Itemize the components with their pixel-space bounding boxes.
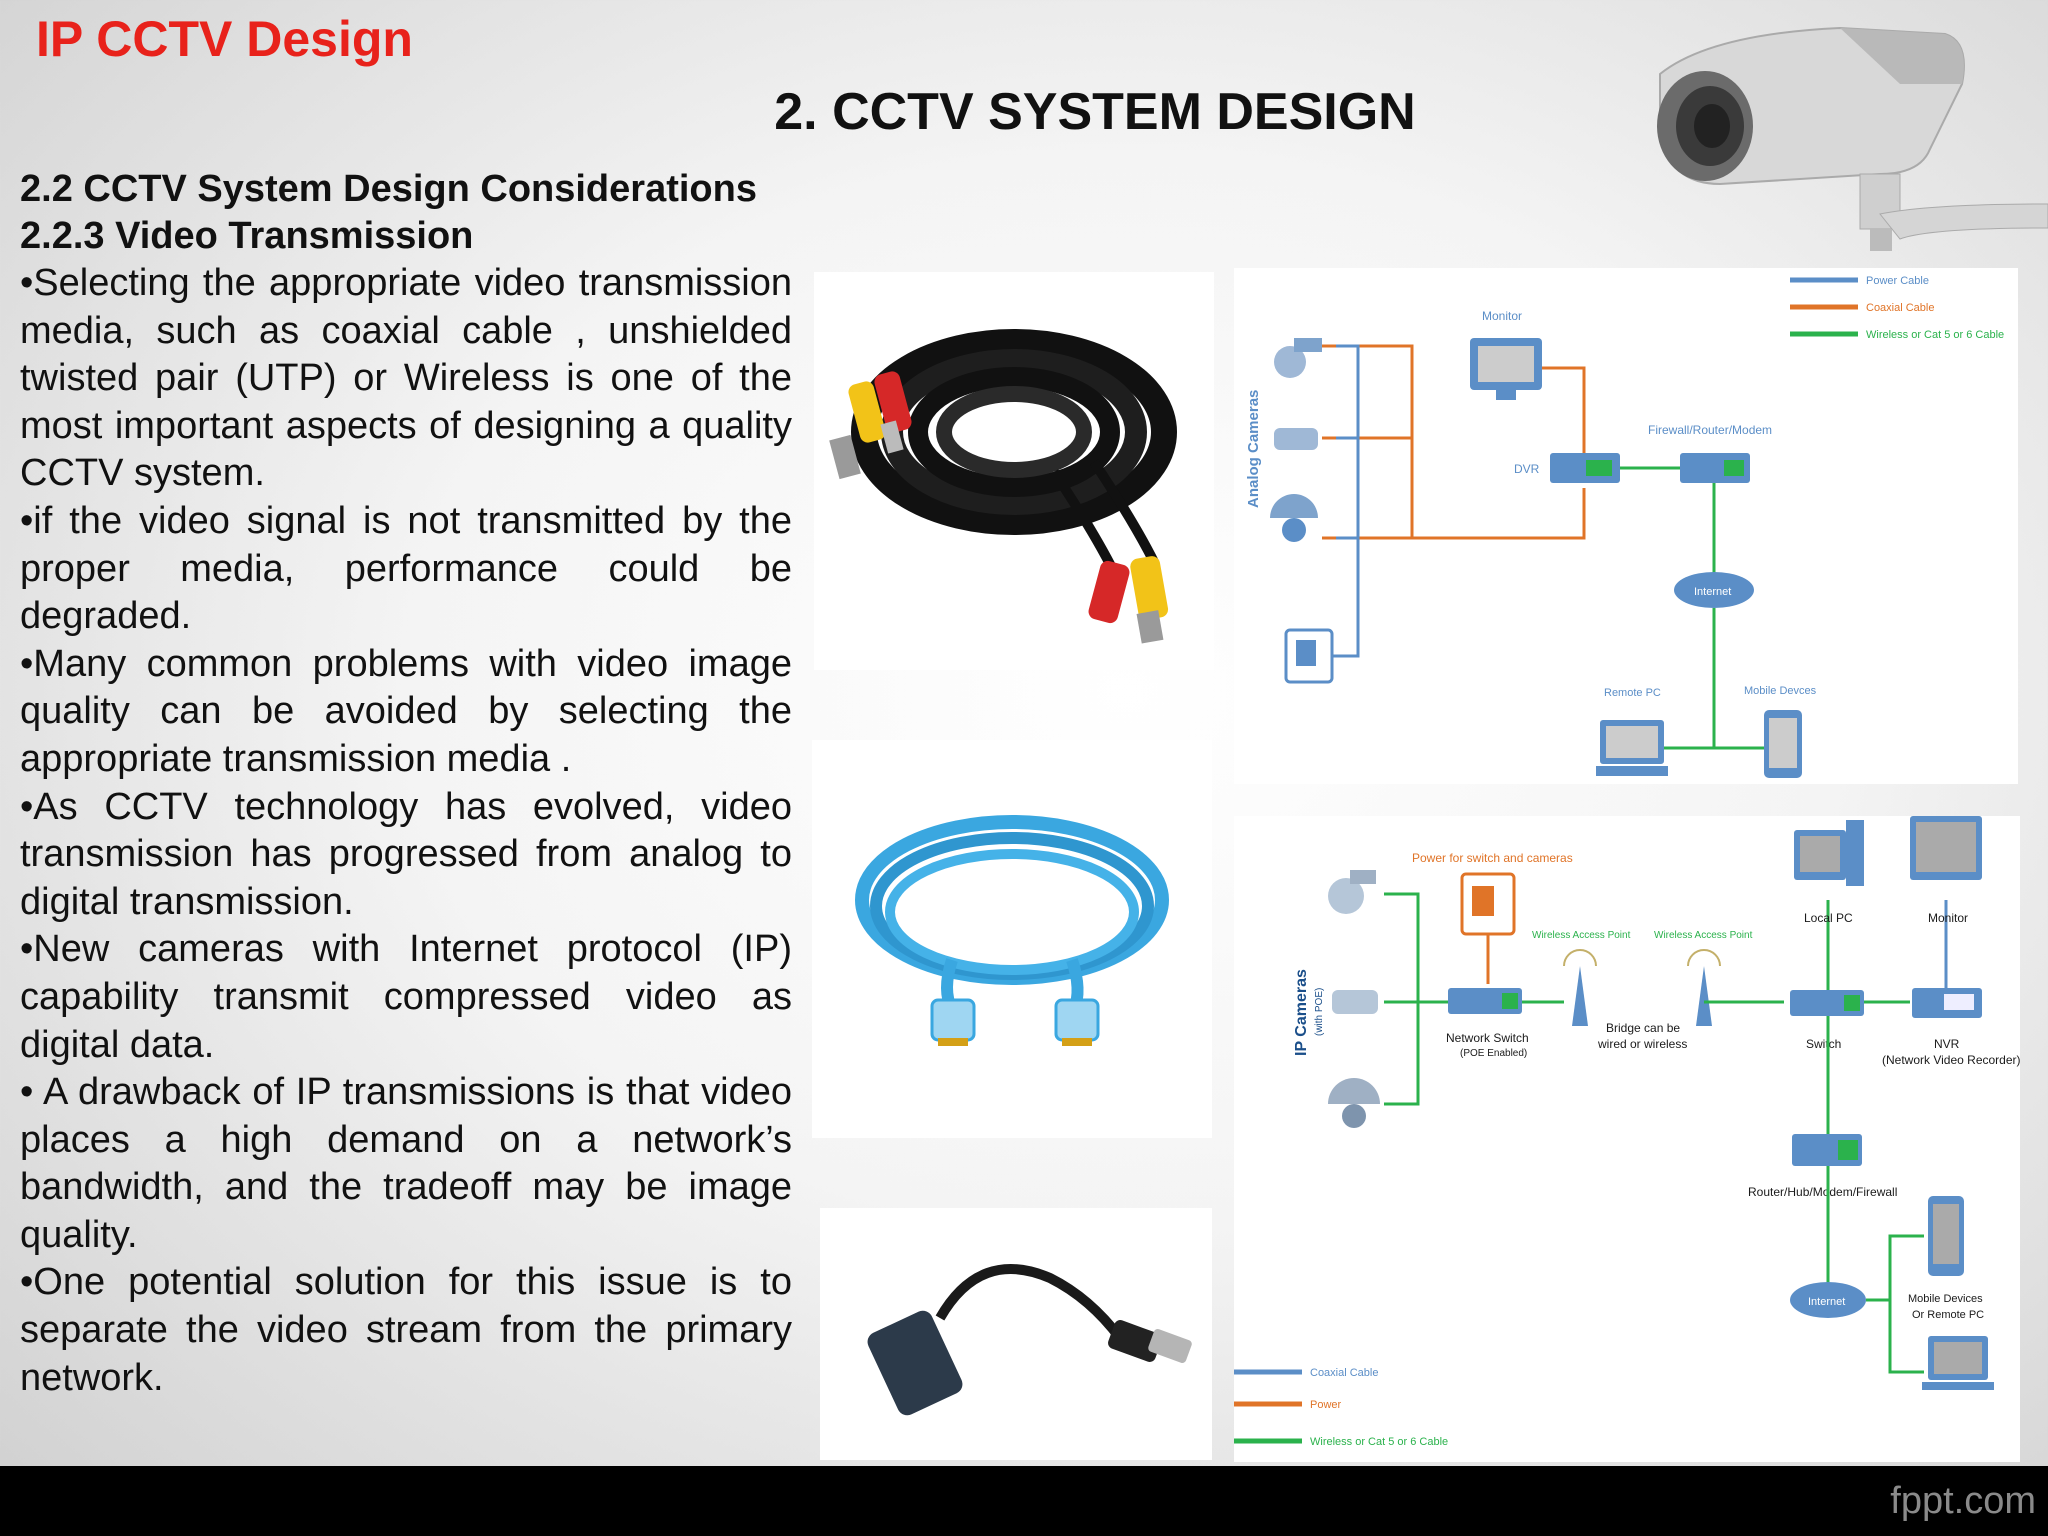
internet-label: Internet [1808,1296,1845,1308]
bullet-camera-icon [1274,428,1318,450]
analog-cctv-diagram: Power Cable Coaxial Cable Wireless or Ca… [1234,268,2018,784]
bullet-paragraph: •Selecting the appropriate video transmi… [20,262,792,495]
utp-cable-photo [812,740,1212,1138]
mobile-device-icon [1764,710,1802,778]
monitor-label: Monitor [1482,309,1522,323]
local-pc-label: Local PC [1804,911,1853,925]
wireless-access-point-icon [1687,949,1721,1026]
subsection-heading: 2.2 CCTV System Design Considerations [20,168,757,210]
nvr-label: NVR [1934,1037,1960,1051]
footer-brand: fppt.com [1890,1480,2036,1522]
mobile-label: Or Remote PC [1912,1309,1984,1321]
nvr-icon [1912,988,1982,1018]
internet-cloud-icon [1790,1282,1866,1318]
bridge-label: wired or wireless [1597,1037,1687,1051]
nvr-full-label: (Network Video Recorder) [1882,1053,2020,1067]
firewall-label: Firewall/Router/Modem [1648,423,1772,437]
power-supply-icon [1284,628,1334,684]
mobile-device-icon [1928,1196,1964,1276]
internet-cloud-icon [1674,572,1754,608]
analog-cameras-label: Analog Cameras [1245,390,1262,508]
remote-pc-icon [1922,1336,1994,1390]
footer-bar [0,1466,2048,1536]
wap-label: Wireless Access Point [1654,930,1753,941]
dvr-label: DVR [1514,462,1540,476]
legend-label: Power Cable [1866,275,1929,287]
ip-cameras-sublabel: (with POE) [1314,988,1325,1036]
poe-label: (POE Enabled) [1460,1048,1527,1059]
legend-label: Coaxial Cable [1310,1367,1378,1379]
network-switch-icon [1448,988,1522,1014]
mobile-label: Mobile Devces [1744,685,1817,697]
remote-pc-label: Remote PC [1604,687,1661,699]
dome-camera-icon [1328,1078,1380,1128]
switch-label: Switch [1806,1037,1841,1051]
bridge-label: Bridge can be [1606,1021,1680,1035]
switch-icon [1790,990,1864,1016]
bullet-paragraph: •Many common problems with video image q… [20,642,792,780]
router-label: Router/Hub/Modem/Firewall [1748,1185,1897,1199]
section-title: 2. CCTV SYSTEM DESIGN [774,83,1416,141]
legend-label: Power [1310,1399,1342,1411]
power-supply-icon [1460,872,1516,936]
remote-pc-icon [1596,720,1668,776]
ptz-camera-icon [1274,338,1322,378]
dvr-icon [1550,453,1620,483]
video-balun-photo [820,1208,1212,1460]
mobile-label: Mobile Devices [1908,1293,1983,1305]
bullet-paragraph: •if the video signal is not transmitted … [20,499,792,638]
text-column: 2.2 CCTV System Design Considerations 2.… [20,166,792,1402]
wap-label: Wireless Access Point [1532,930,1631,941]
monitor-label: Monitor [1928,911,1968,925]
slide-brand-title: IP CCTV Design [36,11,413,67]
monitor-icon [1470,338,1542,400]
dome-camera-icon [1270,494,1318,542]
bullet-paragraph: •As CCTV technology has evolved, video t… [20,785,792,923]
bullet-paragraph: • A drawback of IP transmissions is that… [20,1071,792,1256]
monitor-icon [1910,816,1982,880]
network-switch-label: Network Switch [1446,1031,1529,1045]
local-pc-icon [1794,820,1864,886]
router-icon [1792,1134,1862,1166]
cctv-camera-illustration [1657,26,2048,251]
coaxial-cable-photo [814,272,1214,670]
ip-cameras-label: IP Cameras [1293,969,1310,1056]
ip-cctv-diagram: Power for switch and cameras IP Cameras … [1234,816,2021,1462]
bullet-camera-icon [1332,990,1378,1014]
legend-label: Wireless or Cat 5 or 6 Cable [1866,329,2004,341]
internet-label: Internet [1694,586,1731,598]
wireless-access-point-icon [1563,949,1597,1026]
router-icon [1680,453,1750,483]
bullet-paragraph: •New cameras with Internet protocol (IP)… [20,928,792,1066]
bullet-paragraph: •One potential solution for this issue i… [20,1261,792,1399]
legend-label: Coaxial Cable [1866,302,1934,314]
subsubsection-heading: 2.2.3 Video Transmission [20,215,474,257]
ptz-camera-icon [1328,870,1376,914]
legend-label: Wireless or Cat 5 or 6 Cable [1310,1436,1448,1448]
power-label: Power for switch and cameras [1412,851,1573,865]
